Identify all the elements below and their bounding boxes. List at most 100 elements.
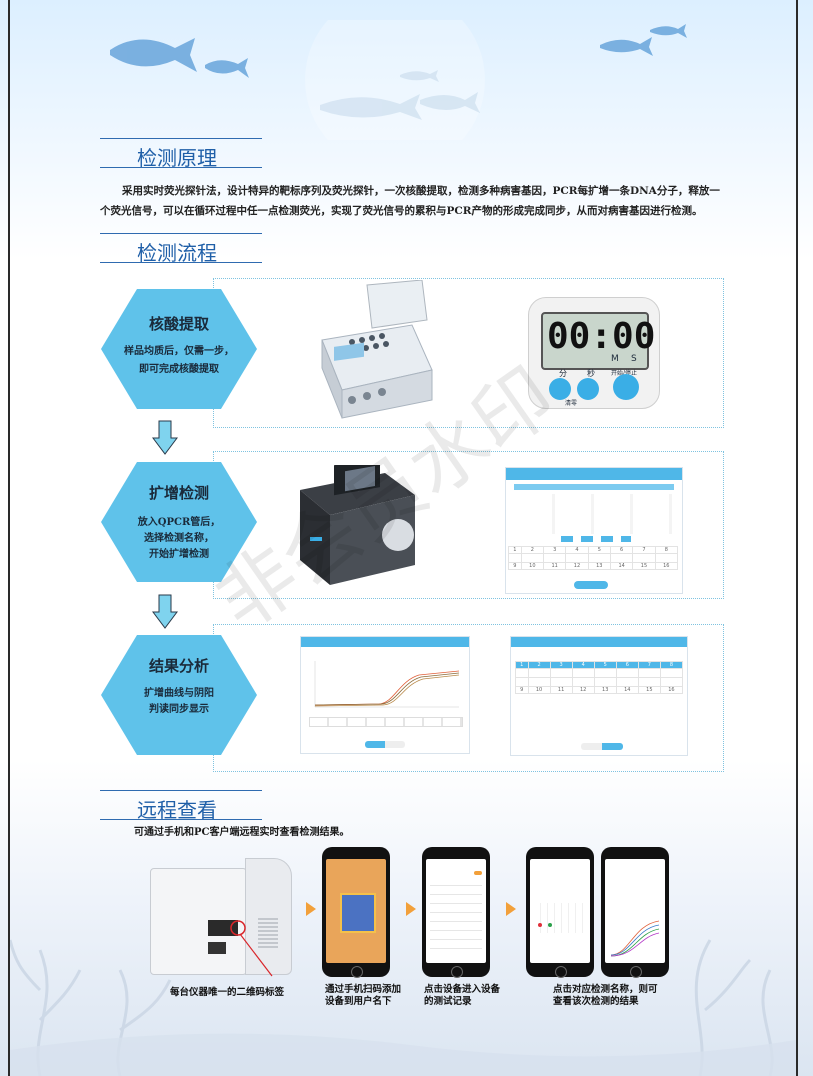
remote-title: 远程查看 bbox=[137, 798, 217, 822]
step-desc-line: 判读同步显示 bbox=[149, 704, 209, 715]
phone-records bbox=[422, 847, 490, 978]
home-button-icon bbox=[555, 966, 567, 978]
home-button-icon bbox=[451, 966, 463, 978]
step-desc-line: 即可完成核酸提取 bbox=[139, 364, 219, 375]
qr-label-icon bbox=[208, 920, 238, 936]
hexagon-shape bbox=[101, 289, 257, 409]
result-tabs bbox=[581, 743, 623, 750]
remote-paragraph: 可通过手机和PC客户端远程实时查看检测结果。 bbox=[134, 827, 350, 838]
qpcr-instrument-image bbox=[300, 465, 415, 585]
timer-image: 00:00 M S 分 秒 开始/停止 清零 bbox=[528, 297, 660, 409]
result-cell: 13 bbox=[593, 686, 617, 694]
step-desc-line: 扩增曲线与阴阳 bbox=[144, 688, 214, 699]
home-button-icon bbox=[351, 966, 363, 978]
result-cell: 15 bbox=[637, 686, 661, 694]
result-cell: 6 bbox=[615, 661, 639, 669]
plate-cell: 11 bbox=[542, 562, 567, 570]
plate-cell: 5 bbox=[587, 546, 611, 554]
fish-decoration bbox=[110, 20, 687, 140]
seaweed-decoration bbox=[10, 939, 796, 1076]
screen-header-bar bbox=[506, 468, 682, 480]
plate-cell: 10 bbox=[520, 562, 545, 570]
orange-arrow-icon bbox=[406, 902, 416, 916]
plate-cell: 14 bbox=[609, 562, 634, 570]
phone-screen bbox=[605, 859, 665, 963]
step-hex-extraction: 核酸提取 样品均质后，仅需一步， 即可完成核酸提取 bbox=[99, 287, 259, 411]
phone-screen bbox=[530, 859, 590, 963]
result-cell: 1 bbox=[515, 661, 529, 669]
phone-screen bbox=[326, 859, 386, 963]
timer-s-label: S bbox=[631, 354, 637, 364]
result-cell: 5 bbox=[593, 661, 617, 669]
principle-paragraph: 采用实时荧光探针法，设计特异的靶标序列及荧光探针，一次核酸提取，检测多种病害基因… bbox=[100, 185, 720, 217]
step-title: 扩增检测 bbox=[148, 484, 209, 502]
timer-clear-label: 清零 bbox=[565, 400, 578, 407]
flow-arrow-down bbox=[152, 594, 178, 629]
result-cell: 8 bbox=[659, 661, 684, 669]
result-cell: 12 bbox=[571, 686, 595, 694]
step-desc-line: 放入QPCR管后， bbox=[137, 517, 221, 528]
plate-cell: 6 bbox=[609, 546, 634, 554]
caption-records-1: 点击设备进入设备 bbox=[424, 984, 501, 995]
hexagon-shape bbox=[101, 635, 257, 755]
result-cell: 3 bbox=[549, 661, 573, 669]
result-cell: 16 bbox=[659, 686, 684, 694]
result-cell: 14 bbox=[615, 686, 639, 694]
plate-cell: 2 bbox=[520, 546, 545, 554]
timer-sec-button bbox=[577, 378, 599, 400]
result-cell: 4 bbox=[571, 661, 595, 669]
section-title-principle: 检测原理 bbox=[100, 138, 262, 170]
timer-sec-label: 秒 bbox=[587, 369, 595, 378]
caption-scan-1: 通过手机扫码添加 bbox=[325, 984, 402, 995]
result-cell: 11 bbox=[549, 686, 573, 694]
flow-arrow-down bbox=[152, 420, 178, 455]
orange-arrow-icon bbox=[506, 902, 516, 916]
timer-display: 00:00 M S bbox=[541, 312, 655, 370]
section-title-remote: 远程查看 bbox=[100, 790, 262, 822]
caption-result-1: 点击对应检测名称，则可 bbox=[553, 984, 658, 995]
device-image bbox=[150, 858, 295, 983]
step-hex-analysis: 结果分析 扩增曲线与阴阳 判读同步显示 bbox=[99, 633, 259, 757]
step-desc-line: 样品均质后，仅需一步， bbox=[124, 346, 234, 357]
screen-tab-bar bbox=[514, 484, 674, 490]
caption-device: 每台仪器唯一的二维码标签 bbox=[170, 987, 285, 998]
result-cell: 2 bbox=[527, 661, 551, 669]
phone-result-table bbox=[526, 847, 594, 978]
screen-header-bar bbox=[301, 637, 469, 647]
plate-cell: 16 bbox=[654, 562, 679, 570]
result-tabs bbox=[365, 741, 405, 748]
plate-cell: 4 bbox=[565, 546, 589, 554]
result-cell: 7 bbox=[637, 661, 661, 669]
step-title: 结果分析 bbox=[148, 657, 209, 675]
process-title: 检测流程 bbox=[137, 241, 217, 265]
plate-cell: 9 bbox=[508, 562, 522, 570]
caption-records-2: 的测试记录 bbox=[424, 996, 472, 1007]
step-hex-amplification: 扩增检测 放入QPCR管后， 选择检测名称， 开始扩增检测 bbox=[99, 460, 259, 584]
left-page-edge bbox=[8, 0, 10, 1076]
hexagon-shape bbox=[101, 462, 257, 582]
step-desc-line: 开始扩增检测 bbox=[149, 549, 209, 560]
result-cell: 9 bbox=[515, 686, 529, 694]
color-index-row bbox=[309, 717, 463, 727]
plate-cell: 1 bbox=[508, 546, 522, 554]
screen-pill-buttons bbox=[561, 536, 631, 542]
step-title: 核酸提取 bbox=[148, 315, 209, 333]
plate-cell: 15 bbox=[632, 562, 656, 570]
timer-start-button bbox=[613, 374, 639, 400]
screen-header-bar bbox=[511, 637, 687, 647]
timer-start-label: 开始/停止 bbox=[611, 368, 637, 377]
result-cell: 10 bbox=[527, 686, 551, 694]
right-page-edge bbox=[796, 0, 798, 1076]
plate-cell: 8 bbox=[654, 546, 679, 554]
caption-scan-2: 设备到用户名下 bbox=[325, 996, 392, 1007]
orange-arrow-icon bbox=[306, 902, 316, 916]
plate-cell: 12 bbox=[565, 562, 589, 570]
screen-option-grid bbox=[516, 494, 672, 534]
caption-result-2: 查看该次检测的结果 bbox=[553, 996, 639, 1007]
plate-cell: 13 bbox=[587, 562, 611, 570]
extraction-instrument-image bbox=[321, 280, 433, 419]
